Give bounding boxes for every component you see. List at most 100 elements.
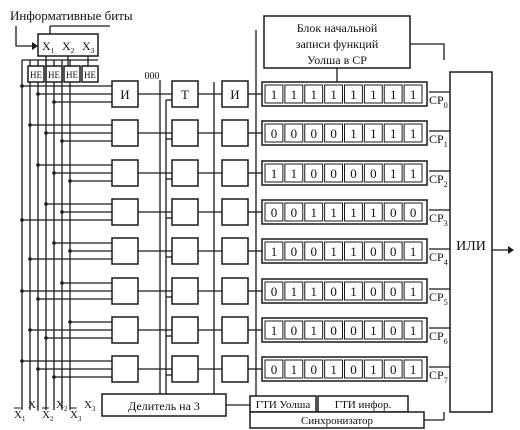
and-gate-label: И	[120, 87, 129, 102]
register-cell	[363, 84, 383, 104]
junction-dot	[68, 320, 72, 324]
inverter-label: НЕ	[66, 70, 78, 80]
var-letter: X	[56, 399, 64, 411]
register-index: 2	[444, 180, 448, 189]
var-letter: X	[28, 399, 36, 411]
register-bit: 1	[370, 362, 377, 377]
register-cell	[324, 202, 343, 222]
inverter-label: НЕ	[48, 70, 60, 80]
register-index: 7	[444, 376, 448, 385]
register-label: СР4	[429, 250, 448, 267]
divider-label: Делитель на 3	[128, 399, 200, 413]
junction-dot	[20, 84, 24, 88]
register-bit: 1	[271, 87, 278, 102]
register-index: 3	[444, 219, 448, 228]
register-cell	[324, 163, 343, 183]
register-cell	[403, 359, 423, 379]
register-cell	[304, 84, 324, 104]
register-name: СР	[429, 132, 444, 146]
and-gate	[111, 159, 139, 187]
register-cell	[284, 123, 304, 143]
junction-dot	[68, 249, 72, 253]
trigger	[171, 237, 199, 265]
var-subscript: 2	[71, 46, 75, 55]
register-cell	[284, 320, 304, 340]
register-bit: 0	[310, 244, 317, 259]
var-letter: X	[14, 409, 22, 421]
register-name: СР	[429, 290, 444, 304]
and-gate	[221, 237, 249, 265]
synchronizer-block	[249, 411, 425, 429]
register-bit: 1	[370, 323, 377, 338]
junction-dot	[60, 210, 64, 214]
register-cell	[304, 359, 324, 379]
register-bit: 0	[291, 205, 298, 220]
register-cell	[264, 84, 284, 104]
register-cell	[284, 359, 304, 379]
junction-dot	[20, 359, 24, 363]
register-cell	[324, 281, 343, 301]
register-cell	[284, 202, 304, 222]
junction-dot	[36, 163, 40, 167]
register-bit: 1	[350, 205, 357, 220]
register-bit: 0	[350, 323, 357, 338]
gti-info-label: ГТИ инфор.	[335, 399, 392, 411]
and-gate	[221, 316, 249, 344]
var-subscript: 3	[92, 406, 96, 413]
var-subscript: 2	[50, 416, 54, 423]
register-cell	[344, 123, 363, 143]
register-cell	[324, 359, 343, 379]
register-index: 4	[444, 258, 448, 267]
junction-dot	[20, 289, 24, 293]
or-block	[449, 71, 493, 413]
register-name: СР	[429, 172, 444, 186]
junction-dot	[68, 179, 72, 183]
trigger	[171, 119, 199, 147]
gti-walsh-label: ГТИ Уолша	[256, 399, 311, 411]
input-bit-x2: X2	[62, 39, 75, 55]
register-bit: 1	[291, 87, 298, 102]
var-letter: X	[42, 39, 51, 53]
var-subscript: 1	[22, 416, 25, 423]
register-bit: 1	[370, 205, 377, 220]
register-bit: 0	[291, 244, 298, 259]
input-bit-x3: X3	[82, 39, 95, 55]
arrow-head	[508, 246, 514, 254]
register-bit: 1	[370, 87, 377, 102]
input-register	[37, 33, 99, 57]
register-bit: 0	[330, 166, 337, 181]
register-name: СР	[429, 211, 444, 225]
junction-dot	[36, 92, 40, 96]
input-bit-x1: X1	[42, 39, 55, 55]
trigger	[171, 316, 199, 344]
register-cell	[344, 281, 363, 301]
register-cell	[363, 123, 383, 143]
register-cell	[264, 163, 284, 183]
register-bit: 1	[410, 87, 417, 102]
register-bit: 1	[390, 166, 397, 181]
trigger-label: Т	[181, 87, 189, 102]
register-cell	[403, 123, 423, 143]
junction-dot	[36, 297, 40, 301]
inverter-label: НЕ	[30, 70, 42, 80]
and-gate	[221, 119, 249, 147]
register-bit: 1	[310, 87, 317, 102]
trigger	[171, 159, 199, 187]
register-label: СР6	[429, 329, 448, 346]
and-gate	[221, 159, 249, 187]
register-name: СР	[429, 93, 444, 107]
register-bit: 1	[370, 126, 377, 141]
register-cell	[383, 359, 403, 379]
register-bit: 0	[271, 362, 278, 377]
var-subscript: 3	[78, 416, 82, 423]
and-gate-code-000	[111, 80, 139, 108]
register-bit: 1	[410, 126, 417, 141]
register-label: СР5	[429, 290, 448, 307]
junction-dot	[28, 257, 32, 261]
register-cell	[344, 84, 363, 104]
junction-dot	[28, 328, 32, 332]
